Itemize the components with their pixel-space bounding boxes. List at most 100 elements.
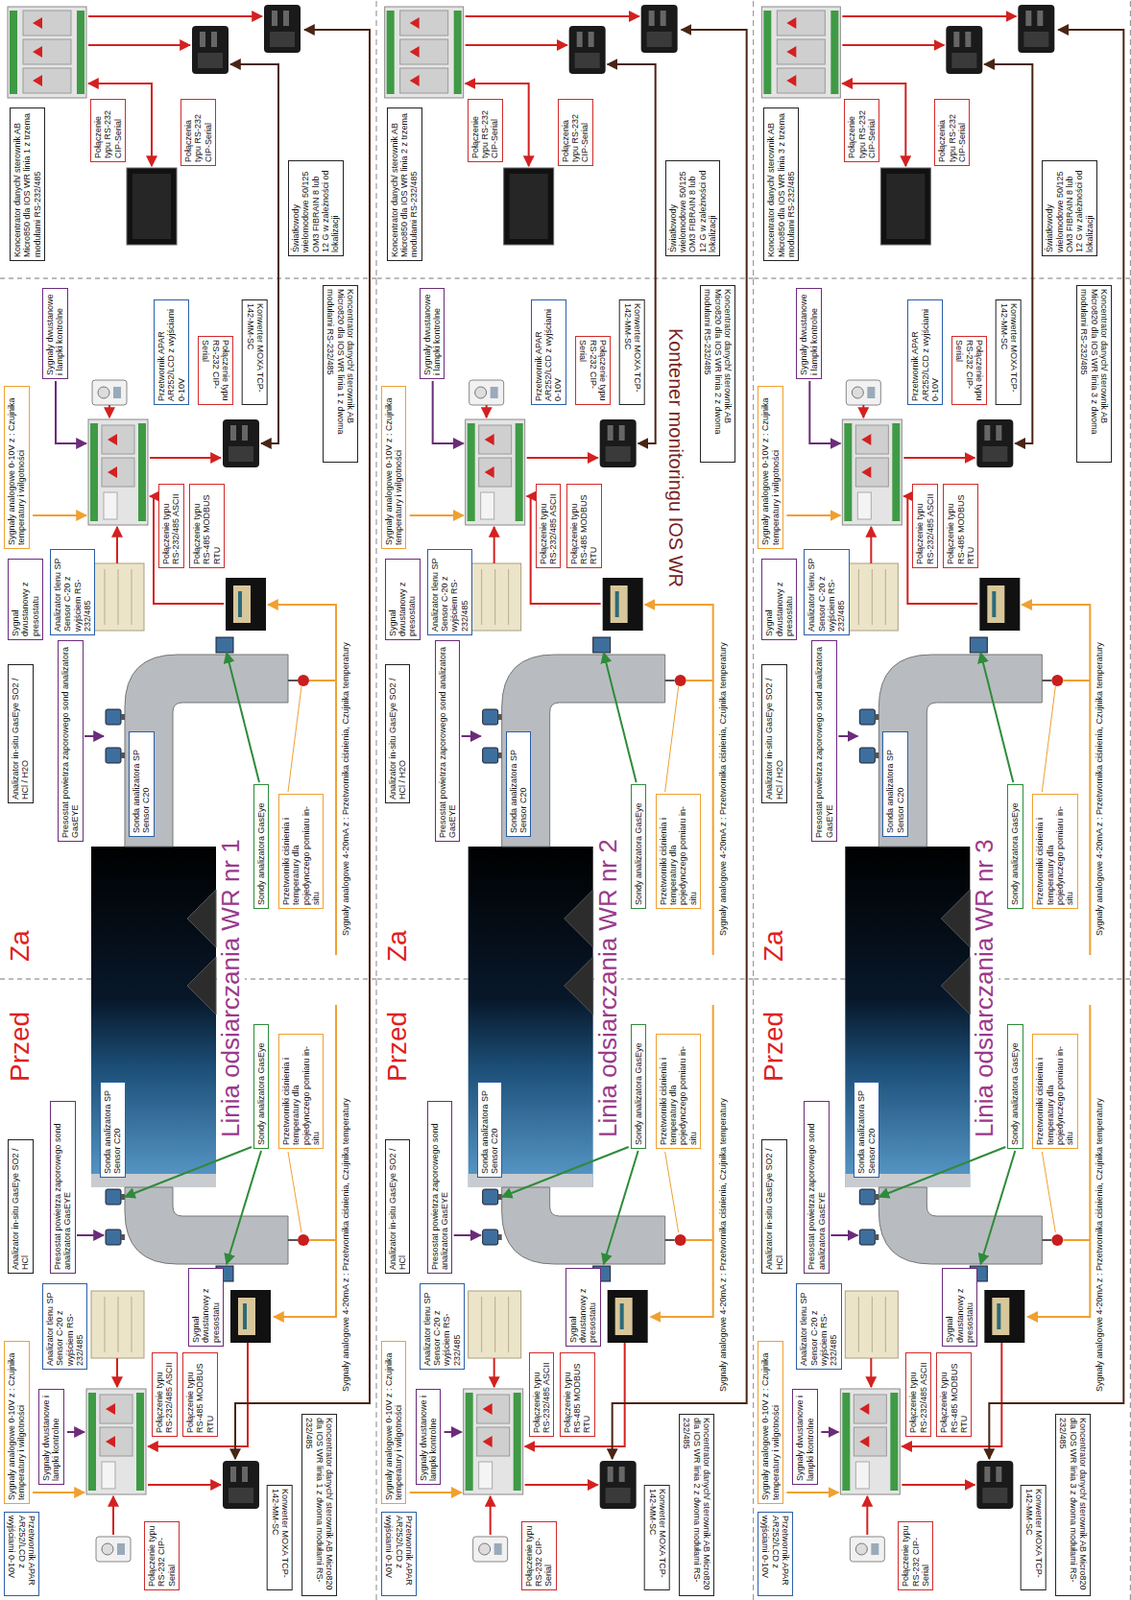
box-text: Przetworniki ciśnienia i temperatury dla… xyxy=(658,797,698,906)
section-title: Przed xyxy=(5,1011,36,1083)
box-text: Połączenie typu RS-485 MODBUS RTU xyxy=(569,487,600,565)
box-text: Sondy analizatora GasEye xyxy=(256,788,266,906)
box-text: Analizator in-situ GasEye SO2 / HCl xyxy=(764,1143,785,1271)
box-text: Połączenie typu RS-232 CIP-Serial xyxy=(524,1525,554,1588)
label-box: Analizator tlenu SP Sensor C-20 z wyjści… xyxy=(803,549,849,636)
label-box: Sygnały dwustanowe i lampki kontrolne xyxy=(795,288,822,380)
box-text: Koncentrator danych/ sterownik AB Micro8… xyxy=(304,1418,335,1593)
signal-note: Sygnały analogowe 4-20mA z : Przetwornik… xyxy=(719,1096,729,1395)
label-box: Połączenie typu RS-232 CIP-Serial xyxy=(951,336,987,406)
box-text: Sygnały analogowe 0-10V z : Czujnika tem… xyxy=(6,1345,27,1501)
box-text: Sondy analizatora GasEye xyxy=(256,1028,266,1146)
box-text: Połączenie typu RS-232 CIP-Serial xyxy=(900,1525,931,1588)
label-box: Koncentrator danych/ sterownik AB Micro8… xyxy=(763,107,799,262)
box-text: Połączenie typu RS-232 CIP-Serial xyxy=(200,339,231,402)
box-text: Koncentrator danych/ sterownik AB Micro8… xyxy=(389,111,420,258)
label-box: Koncentrator danych/ sterownik AB Micro8… xyxy=(386,107,423,262)
box-text: Analizator tlenu SP Sensor C-20 z wyjści… xyxy=(798,1287,839,1367)
box-text: Konwerter MOXA TCP-142-MM-SC xyxy=(244,303,265,402)
label-box: Połączenie typu RS-485 MODBUS RTU xyxy=(566,483,602,569)
label-box: Presostat powietrza zaporowego sond anal… xyxy=(427,1101,454,1275)
label-box: Sonda analizatora SP Sensor C20 xyxy=(505,731,532,838)
label-box: Koncentrator danych/ sterownik AB Micro8… xyxy=(301,1414,337,1597)
label-box: Połączenia typu RS-232 CIP-Serial xyxy=(180,98,217,167)
line-name: Linia odsiarczania WR nr 2 xyxy=(594,837,623,1140)
box-text: Sonda analizatora SP Sensor C20 xyxy=(131,735,152,834)
box-text: Analizator tlenu SP Sensor C-20 z wyjści… xyxy=(52,553,93,632)
label-box: Sonda analizatora SP Sensor C20 xyxy=(128,731,155,838)
section-title: Za xyxy=(383,930,413,963)
label-box: Połączenie typu RS-232 CIP-Serial xyxy=(197,336,234,406)
box-text: Przetwornik APAR AR252/LCD z wyjściami 0… xyxy=(910,303,940,402)
label-box: Koncentrator danych/ sterownik AB Micro8… xyxy=(1055,1414,1091,1597)
label-box: Koncentrator danych/ sterownik AB Micro8… xyxy=(322,285,359,463)
label-box: Sygnały dwustanowe i lampki kontrolne xyxy=(792,1389,819,1486)
label-box: Sygnał dwustanowy z presostatu xyxy=(385,558,421,641)
label-box: Połączenie typu RS-485 MODBUS RTU xyxy=(942,483,979,569)
box-text: Konwerter MOXA TCP-142-MM-SC xyxy=(1023,1489,1044,1588)
label-box: Połączenie typu RS-232/485 ASCII xyxy=(529,1352,555,1438)
box-text: Sygnały analogowe 0-10V z : Czujnika tem… xyxy=(384,1345,405,1501)
label-box: Sygnał dwustanowy z presostatu xyxy=(941,1268,978,1348)
box-text: Połączenie typu RS-485 MODBUS RTU xyxy=(562,1356,593,1434)
label-box: Sondy analizatora GasEye xyxy=(253,784,269,910)
box-text: Konwerter MOXA TCP-142-MM-SC xyxy=(647,1489,668,1588)
box-text: Połączenia typu RS-232 CIP-Serial xyxy=(937,102,967,163)
label-box: Analizator tlenu SP Sensor C-20 z wyjści… xyxy=(49,549,96,636)
box-text: Konwerter MOXA TCP-142-MM-SC xyxy=(622,303,643,402)
section-title: Za xyxy=(759,930,790,963)
box-text: Połączenia typu RS-232 CIP-Serial xyxy=(560,102,591,163)
label-box: Przetwornik APAR AR252/LCD z wyjściami 0… xyxy=(907,299,943,406)
box-text: Sygnały analogowe 0-10V z : Czujnika tem… xyxy=(384,389,405,546)
box-text: Połączenie typu RS-232/485 ASCII xyxy=(531,1356,553,1434)
box-text: Połączenie typu RS-232/485 ASCII xyxy=(154,1356,175,1434)
box-text: Koncentrator danych/ sterownik AB Micro8… xyxy=(325,288,356,459)
box-text: Sygnały dwustanowe i lampki kontrolne xyxy=(798,291,819,376)
section-title: Przed xyxy=(759,1011,790,1083)
box-text: Sygnał dwustanowy z presostatu xyxy=(387,562,418,637)
box-text: Przetwornik APAR AR252/LCD z wyjściami 0… xyxy=(156,303,187,402)
box-text: Połączenie typu RS-232 CIP-Serial xyxy=(954,339,985,402)
box-text: Koncentrator danych/ sterownik AB Micro8… xyxy=(1058,1418,1088,1593)
box-text: Sygnał dwustanowy z presostatu xyxy=(191,1272,221,1344)
label-box: Połączenie typu RS-232/485 ASCII xyxy=(535,483,562,569)
box-text: Światłowody wielomodowe 50/125 OM3 FIBRA… xyxy=(1044,164,1095,253)
box-text: Presostat powietrza zaporowego sond anal… xyxy=(806,1105,827,1271)
box-text: Połączenia typu RS-232 CIP-Serial xyxy=(183,102,214,163)
box-text: Połączenie typu RS-232 CIP-Serial xyxy=(846,102,877,159)
box-text: Konwerter MOXA TCP-142-MM-SC xyxy=(269,1489,290,1588)
label-box: Sondy analizatora GasEye xyxy=(1007,784,1023,910)
label-box: Połączenie typu RS-232 CIP-Serial xyxy=(521,1521,557,1591)
box-text: Analizator in-situ GasEye SO2 / HCl xyxy=(10,1143,31,1271)
label-box: Koncentrator danych/ sterownik AB Micro8… xyxy=(699,285,736,463)
box-text: Przetwornik APAR AR252/LCD z wyjściami 0… xyxy=(760,1516,791,1593)
box-text: Połączenie typu RS-485 MODBUS RTU xyxy=(185,1356,216,1434)
label-box: Analizator tlenu SP Sensor C-20 z wyjści… xyxy=(42,1283,88,1371)
label-box: Sygnał dwustanowy z presostatu xyxy=(565,1268,602,1348)
box-text: Sygnały dwustanowe i lampki kontrolne xyxy=(418,1393,439,1482)
signal-note: Sygnały analogowe 4-20mA z : Przetwornik… xyxy=(1095,1096,1106,1395)
box-text: Połączenie typu RS-232/485 ASCII xyxy=(908,1356,929,1434)
label-box: Połączenie typu RS-485 MODBUS RTU xyxy=(189,483,225,569)
box-text: Presostat powietrza zaporowego sond anal… xyxy=(437,644,458,839)
label-box: Połączenia typu RS-232 CIP-Serial xyxy=(934,98,970,167)
label-box: Presostat powietrza zaporowego sond anal… xyxy=(803,1101,830,1275)
box-text: Koncentrator danych/ sterownik AB Micro8… xyxy=(1079,288,1109,459)
signal-note: Sygnały analogowe 4-20mA z : Przetwornik… xyxy=(719,640,729,939)
box-text: Sygnał dwustanowy z presostatu xyxy=(10,562,41,637)
label-box: Sonda analizatora SP Sensor C20 xyxy=(99,1082,126,1179)
box-text: Połączenie typu RS-485 MODBUS RTU xyxy=(945,487,976,565)
label-box: Połączenie typu RS-232/485 ASCII xyxy=(158,483,185,569)
label-box: Przetwornik APAR AR252/LCD z wyjściami 0… xyxy=(381,1512,417,1597)
label-box: Presostat powietrza zaporowego sond anal… xyxy=(57,640,84,843)
signal-note: Sygnały analogowe 4-20mA z : Przetwornik… xyxy=(341,640,352,939)
label-box: Połączenia typu RS-232 CIP-Serial xyxy=(557,98,594,167)
box-text: Połączenie typu RS-232/485 ASCII xyxy=(161,487,182,565)
box-text: Sondy analizatora GasEye xyxy=(633,788,644,906)
box-text: Sygnały dwustanowe i lampki kontrolne xyxy=(45,291,66,376)
label-box: Sondy analizatora GasEye xyxy=(630,1024,647,1150)
label-box: Sygnały dwustanowe i lampki kontrolne xyxy=(38,1389,65,1486)
box-text: Przetworniki ciśnienia i temperatury dla… xyxy=(658,1037,698,1146)
label-box: Połączenie typu RS-232/485 ASCII xyxy=(905,1352,932,1438)
